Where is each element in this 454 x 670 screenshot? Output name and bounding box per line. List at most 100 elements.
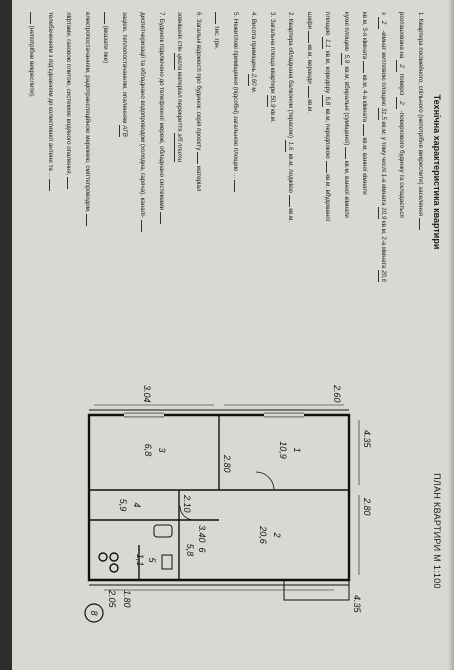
room-area: 5,9	[118, 499, 128, 512]
plan-title: ПЛАН КВАРТИРИ М 1:100	[432, 473, 442, 589]
scan-edge	[0, 0, 12, 670]
room-number: 4	[132, 502, 142, 507]
document-title: Технічна характеристика квартири	[432, 94, 442, 250]
printed-text: матеріал перекриття	[176, 71, 184, 132]
handwritten-value	[86, 214, 87, 227]
printed-text: електропостачанням, радіотрансляційною м…	[84, 12, 91, 213]
characteristic-line: розташована на 2 поверсі 2 -поверхового …	[396, 12, 406, 332]
characteristic-line: 3. Загальна площа квартири 50,9 кв.м.	[267, 12, 276, 332]
printed-text: 5. Нежитлові приміщення (підсобні) загал…	[232, 12, 239, 179]
dim-label: 2.60	[332, 384, 342, 403]
characteristic-line: телебаченням з під'єднанням до колективн…	[46, 12, 54, 332]
dim-label: 3.04	[142, 385, 152, 403]
handwritten-value	[363, 123, 365, 136]
printed-text: кв.м.	[269, 109, 276, 123]
characteristic-line: 5. Нежитлові приміщення (підсобні) загал…	[231, 12, 239, 332]
handwritten-value: 2	[396, 96, 406, 109]
printed-text: кухні площею	[343, 12, 350, 52]
printed-text: кв.м, передпокою	[324, 108, 332, 159]
printed-text: 1. Квартира посімейного, спільного (непо…	[417, 12, 424, 217]
handwritten-value: 2	[396, 60, 406, 73]
dim-label: 4.35	[362, 430, 372, 449]
floor-plan-drawing: 8 2.60 3.04 4.35 4.35 2.80 2.80 1.80 2.0…	[84, 384, 372, 623]
sink-icon	[161, 554, 173, 570]
printed-text: 7. Будинок підключено до телефонної мере…	[158, 12, 165, 211]
handwritten-value: АГВ	[119, 125, 128, 138]
room-area: 6,8	[143, 444, 153, 457]
handwritten-value	[215, 12, 217, 24]
printed-text: телебаченням з під'єднанням до колективн…	[47, 12, 54, 178]
characteristic-line: електропостачанням, радіотрансляційною м…	[83, 12, 91, 332]
printed-text: ліфтами, газовою плитою, системою водяно…	[65, 12, 73, 176]
printed-text: кв.м, 3-я кімната	[361, 12, 369, 60]
dim-label: 2.05	[107, 589, 117, 609]
circle-marker	[84, 603, 104, 623]
room-number: 6	[197, 547, 207, 552]
printed-text: поверсі	[398, 73, 406, 96]
printed-text: площею	[324, 12, 332, 36]
handwritten-value	[308, 85, 309, 98]
handwritten-value	[289, 194, 291, 207]
characteristic-line: (вказати яке)	[102, 12, 110, 332]
printed-text: зацією, теплопостачанням, опаленням	[121, 12, 128, 124]
handwritten-value	[363, 60, 365, 73]
handwritten-value: 5,9	[341, 52, 350, 65]
characteristic-line: тис. грн.	[213, 12, 221, 332]
room-area: 10,9	[278, 441, 288, 459]
characteristic-line: 2. Квартира обладнана балконом (терасою)…	[285, 12, 295, 332]
printed-text: кв.м, коридору	[324, 51, 332, 94]
dim-label: 1.80	[122, 590, 132, 608]
handwritten-value	[160, 211, 161, 224]
circle-marker-label: 8	[89, 610, 99, 615]
printed-text: 6. Загальні відомості про будинок: серія…	[195, 12, 202, 151]
handwritten-value	[49, 179, 50, 192]
handwritten-value: 10,9	[378, 207, 387, 220]
printed-text: м.	[250, 87, 258, 94]
printed-text: -поверхового будинку та складається	[398, 110, 406, 218]
handwritten-value: 6,8	[322, 94, 332, 107]
printed-text: кв.м.	[306, 99, 313, 114]
handwritten-value: з/б плити	[174, 133, 184, 163]
printed-text: диспетчеризації та обладнано водопроводо…	[139, 12, 147, 218]
characteristic-line: зовнішніх стін цегла матеріал перекриття…	[174, 12, 184, 332]
printed-text: кв.м, лоджією	[287, 153, 295, 193]
printed-text: 4. Висота приміщень	[250, 12, 258, 72]
printed-text: -кімнат житловою площею	[380, 30, 387, 106]
handwritten-value: 31,5	[378, 107, 387, 120]
printed-text: з	[380, 12, 387, 15]
printed-text: зовнішніх стін	[176, 12, 184, 52]
printed-text: кв.м, веранди	[306, 44, 313, 84]
printed-text: (непотрібне викреслити).	[28, 25, 36, 98]
characteristic-line: кв.м, 3-я кімната кв.м, 4-а кімната кв.м…	[361, 12, 369, 332]
characteristic-line: ліфтами, газовою плитою, системою водяно…	[65, 12, 73, 332]
dim-label: 2.80	[222, 454, 232, 473]
printed-text: кв.м, 4-а кімната	[361, 74, 369, 123]
handwritten-value	[345, 147, 346, 160]
printed-text: кв.м, ванної кімнати	[361, 137, 369, 195]
characteristic-line: 4. Висота приміщень 2,60 м.	[248, 12, 258, 332]
printed-text: 3. Загальна площа квартири	[269, 12, 276, 94]
printed-text: матеріал	[195, 165, 202, 192]
printed-text: шафи	[306, 12, 313, 29]
handwritten-value	[104, 12, 106, 24]
room-number: 2	[272, 531, 282, 537]
printed-text: розташована на	[398, 12, 406, 59]
handwritten-value	[326, 160, 328, 173]
floor-plan: 8 2.60 3.04 4.35 4.35 2.80 2.80 1.80 2.0…	[64, 375, 394, 645]
handwritten-value: цегла	[174, 53, 184, 71]
handwritten-value	[308, 30, 309, 43]
characteristic-line: шафи кв.м, веранди кв.м.	[305, 12, 313, 332]
handwritten-value: 1,6	[285, 139, 295, 152]
characteristic-line: 7. Будинок підключено до телефонної мере…	[157, 12, 165, 332]
characteristic-line: площею 1,1 кв.м, коридору 6,8 кв.м, пере…	[322, 12, 332, 332]
handwritten-value: 20,6	[378, 270, 387, 283]
characteristic-line: 1. Квартира посімейного, спільного (непо…	[416, 12, 424, 332]
room-area: 20,6	[258, 525, 268, 544]
printed-text: кв.м, вбиральні (суміщеної)	[343, 66, 350, 146]
printed-text: (вказати яке)	[102, 25, 110, 64]
characteristic-line: кухні площею 5,9 кв.м, вбиральні (суміще…	[341, 12, 350, 332]
characteristics-column: Технічна характеристика квартири 1. Квар…	[0, 12, 454, 332]
printed-text: кв.м; у тому числі 1-а кімната	[380, 121, 387, 206]
